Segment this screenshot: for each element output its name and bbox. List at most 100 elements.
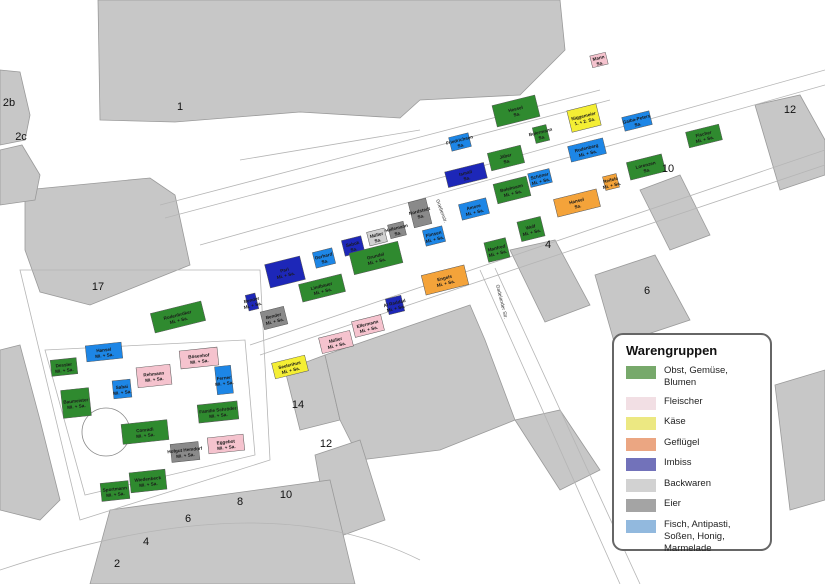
stall-name: Ismail: [459, 169, 473, 177]
legend-label: Backwaren: [664, 477, 711, 489]
stall-name: Wiedenbeck: [134, 475, 162, 483]
stall-days: Sa.: [350, 246, 358, 253]
stall-name: Rodenbröker: [163, 309, 192, 321]
stall-name: Grundel: [366, 252, 384, 261]
legend-swatch: [626, 458, 656, 471]
stall-box: [553, 188, 601, 218]
stall-days: Mi. + Sa.: [169, 316, 188, 325]
legend-label: Geflügel: [664, 436, 700, 448]
legend-label: Eier: [664, 498, 681, 509]
building-left-lower: [0, 344, 61, 521]
stall-days: Sa.: [574, 203, 582, 210]
stall-name: Müller: [369, 231, 384, 239]
building-number: 14: [292, 399, 304, 411]
stall-box: [196, 400, 240, 424]
stall-name: Ferner: [216, 375, 231, 381]
stall-box: [111, 378, 133, 400]
stall-box: [120, 419, 170, 445]
stall-name: Fiinsen: [425, 230, 442, 239]
stall-days: Sa.: [596, 60, 604, 67]
legend-label: Käse: [664, 416, 686, 427]
legend-item: Backwaren: [626, 478, 760, 492]
stall-name: Rodenberg: [574, 143, 599, 154]
stall-name: Seelenhus: [278, 360, 302, 371]
legend-title: Warengruppen: [626, 343, 718, 358]
stall-name: Bolelmann: [500, 183, 524, 194]
stall-name: Friedrichsen: [446, 134, 474, 146]
legend-label: Fisch, Antipasti, Soßen, Honig, Marmelad…: [664, 518, 731, 554]
stall-box: [135, 364, 173, 388]
stall-days: Sa.: [321, 258, 329, 265]
stall-name: Pari: [280, 267, 290, 274]
building-2b: [0, 69, 31, 146]
stall-days: Sa.: [538, 134, 546, 141]
stall-box: [244, 292, 260, 312]
building-2c: [0, 144, 41, 206]
stall-box: [214, 364, 234, 396]
stall-box: [487, 144, 525, 172]
stall-name: Baumeister: [63, 397, 89, 405]
stall-days: Mi. + Sa.: [465, 208, 484, 217]
legend-swatch: [626, 417, 656, 430]
stall-box: [318, 330, 354, 354]
stall-name: Jäber: [499, 152, 512, 160]
stall-box: [602, 173, 620, 191]
stall-box: [589, 51, 609, 69]
stall-name: Amore: [466, 203, 482, 211]
stall-days: Mi. + Sa.: [281, 366, 300, 375]
stall-days: Mi. + Sa.: [313, 287, 332, 296]
stall-name: Hellemann: [385, 223, 409, 234]
stall-days: Mi. + Sa.: [436, 279, 455, 288]
building-number: 10: [280, 489, 292, 501]
legend-item: Eier: [626, 498, 760, 512]
building-4: [509, 239, 591, 323]
stall-box: [516, 216, 546, 242]
stall-days: Mi. + Sa.: [113, 389, 132, 396]
stall-box: [128, 468, 168, 494]
stall-name: Sabok: [345, 240, 360, 248]
stall-days: Mi. + Sa.: [276, 271, 295, 280]
stall-box: [60, 387, 92, 419]
stall-name: Al Raddad: [383, 298, 406, 308]
stall-name: Hofgut Hemdorf: [167, 446, 203, 455]
building-number: 10: [662, 163, 674, 175]
building-lower-middle: [514, 409, 601, 491]
stall-name: Engels: [437, 274, 453, 283]
stall-box: [407, 197, 433, 229]
stall-days: Mi. + Sa.: [531, 177, 550, 186]
stall-name: Hansel: [96, 347, 112, 354]
building-number: 1: [177, 101, 183, 113]
stall-box: [483, 237, 511, 263]
stall-box: [348, 240, 404, 276]
stall-days: Mi. + Sa.: [602, 181, 621, 190]
legend-item: Käse: [626, 416, 760, 430]
building-6: [594, 254, 691, 346]
stall-name: Sabai: [115, 384, 128, 390]
stall-box: [271, 354, 309, 380]
legend-swatch: [626, 396, 656, 410]
stall-name: Dessler: [55, 362, 72, 369]
stall-box: [384, 294, 406, 316]
stall-days: Mi. + Sa.: [215, 380, 234, 387]
building-number: 2b: [3, 97, 15, 109]
stall-box: [206, 433, 246, 455]
stall-days: Mi. + Sa.: [209, 412, 228, 419]
